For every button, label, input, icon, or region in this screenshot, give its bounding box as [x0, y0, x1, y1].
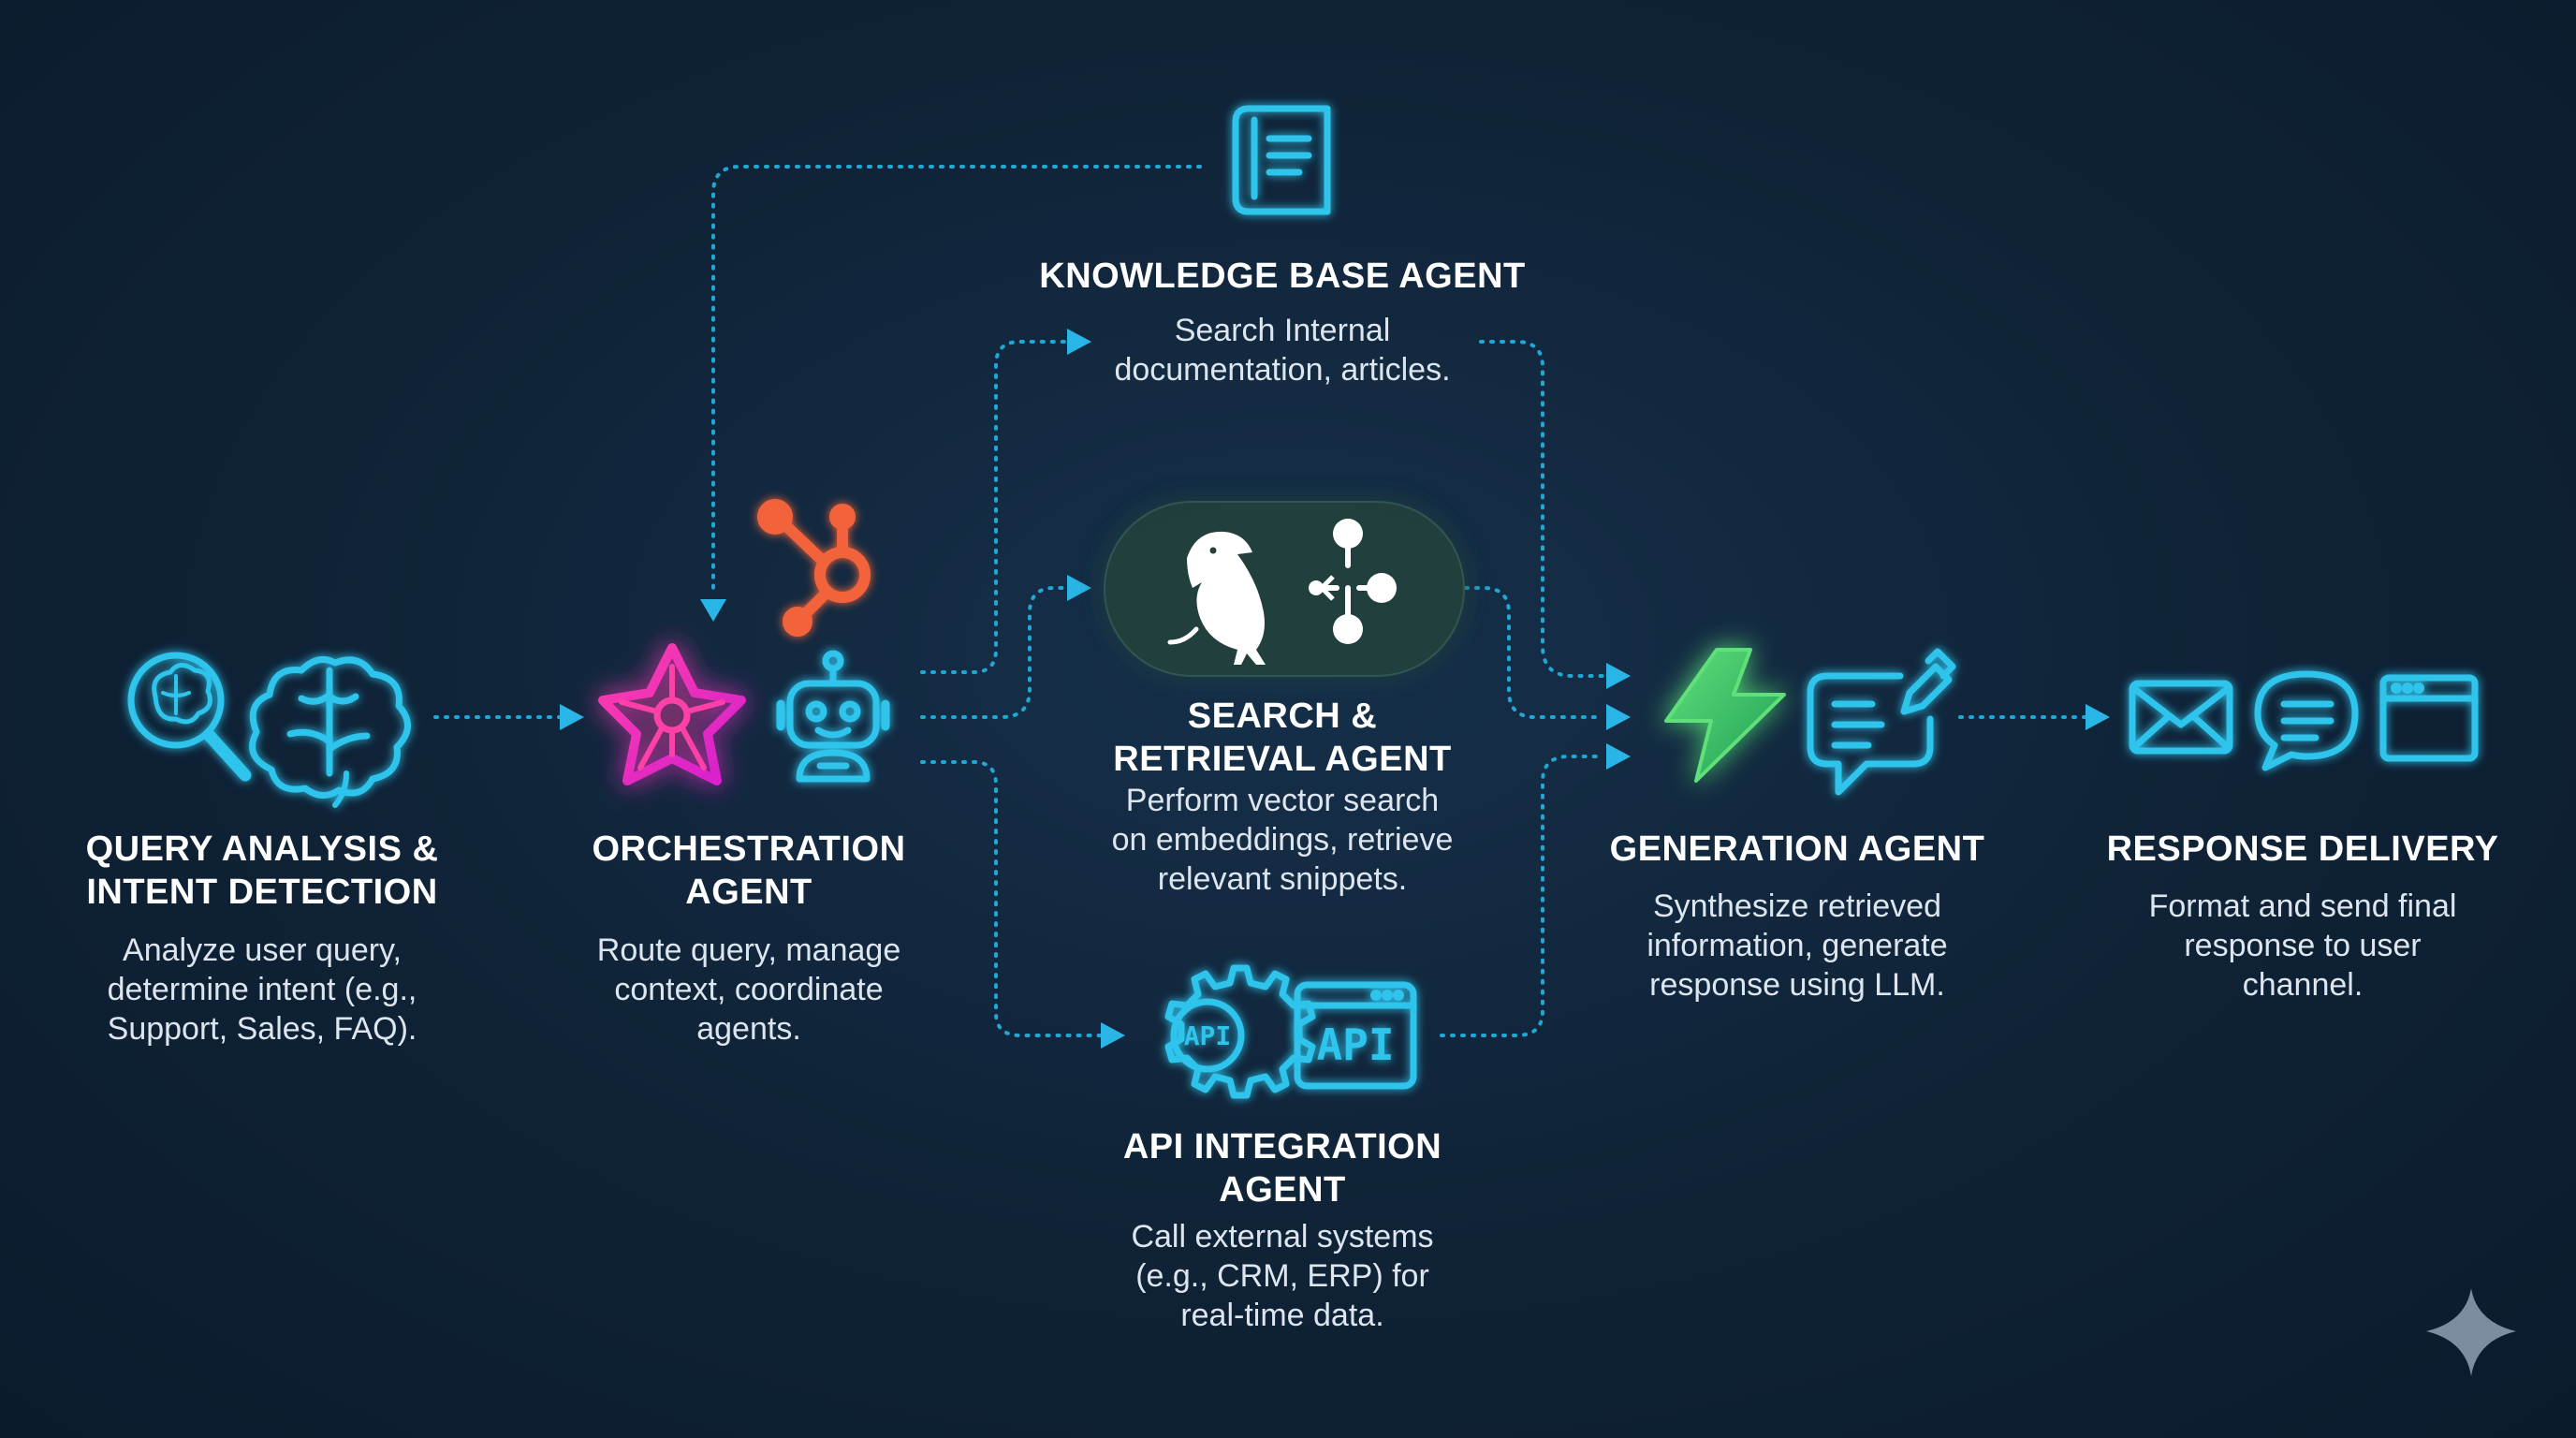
- api-gear-label: API: [1184, 1020, 1232, 1051]
- flow-connectors: [433, 165, 2091, 1037]
- browser-window-icon: [2379, 674, 2479, 762]
- brain-icon: [249, 655, 411, 808]
- search-retrieval-description: Perform vector search on embeddings, ret…: [1111, 783, 1454, 897]
- arrowhead-api-in: [1101, 1022, 1125, 1049]
- magnifier-brain-icon: [127, 652, 252, 782]
- search-retrieval-pill: [1104, 501, 1465, 677]
- arrowhead-generation-in-top: [1606, 663, 1631, 689]
- knowledge-base-description: Search Internal documentation, articles.: [1114, 313, 1451, 388]
- connector-orch-to-search: [920, 586, 1067, 719]
- arrowhead-search-in: [1067, 575, 1091, 601]
- response-delivery-description: Format and send final response to user c…: [2148, 888, 2457, 1003]
- orchestration-description: Route query, manage context, coordinate …: [596, 932, 901, 1047]
- lightning-icon: [1664, 648, 1786, 783]
- knowledge-base-title: KNOWLEDGE BASE AGENT: [1039, 257, 1526, 296]
- api-window-icon: [1294, 981, 1417, 1090]
- chat-edit-icon: [1807, 648, 1956, 796]
- arrowhead-delivery-in: [2086, 704, 2110, 730]
- connector-search-to-generation: [1464, 586, 1604, 719]
- response-delivery-title: RESPONSE DELIVERY: [2106, 829, 2499, 869]
- sparkle-icon: [2426, 1288, 2516, 1376]
- search-retrieval-title: SEARCH & RETRIEVAL AGENT: [1113, 697, 1452, 779]
- api-integration-description: Call external systems (e.g., CRM, ERP) f…: [1131, 1219, 1434, 1333]
- query-analysis-description: Analyze user query, determine intent (e.…: [107, 932, 417, 1047]
- api-gear-icon: [1164, 964, 1316, 1099]
- envelope-icon: [2129, 680, 2233, 755]
- arrowhead-kb-in: [1067, 329, 1091, 355]
- parrot-icon: [1167, 531, 1266, 665]
- book-icon: [1232, 105, 1331, 215]
- api-window-label: API: [1316, 1020, 1394, 1070]
- connector-orch-to-kb: [920, 340, 1067, 674]
- arrowhead-generation-in-bottom: [1606, 743, 1631, 770]
- flow-arrowheads: [560, 329, 2110, 1049]
- robot-icon: [776, 650, 890, 783]
- generation-title: GENERATION AGENT: [1609, 829, 1985, 869]
- connector-orch-to-api: [920, 760, 1106, 1037]
- arrowhead-generation-in-mid: [1606, 704, 1631, 730]
- generation-description: Synthesize retrieved information, genera…: [1647, 888, 1948, 1003]
- query-analysis-title: QUERY ANALYSIS & INTENT DETECTION: [85, 829, 439, 912]
- connector-kb-to-generation: [1479, 340, 1604, 678]
- graph-nodes-icon: [1309, 519, 1397, 644]
- arrowhead-orchestration-top: [700, 599, 726, 622]
- chat-bubble-icon: [2254, 670, 2359, 771]
- connector-api-to-generation: [1440, 755, 1604, 1037]
- orchestration-title: ORCHESTRATION AGENT: [592, 829, 906, 912]
- connector-kb-to-orchestration: [711, 165, 1202, 594]
- api-integration-title: API INTEGRATION AGENT: [1122, 1127, 1442, 1210]
- star-network-icon: [598, 643, 746, 785]
- hubspot-icon: [757, 499, 871, 637]
- arrowhead-orchestration-in: [560, 704, 584, 730]
